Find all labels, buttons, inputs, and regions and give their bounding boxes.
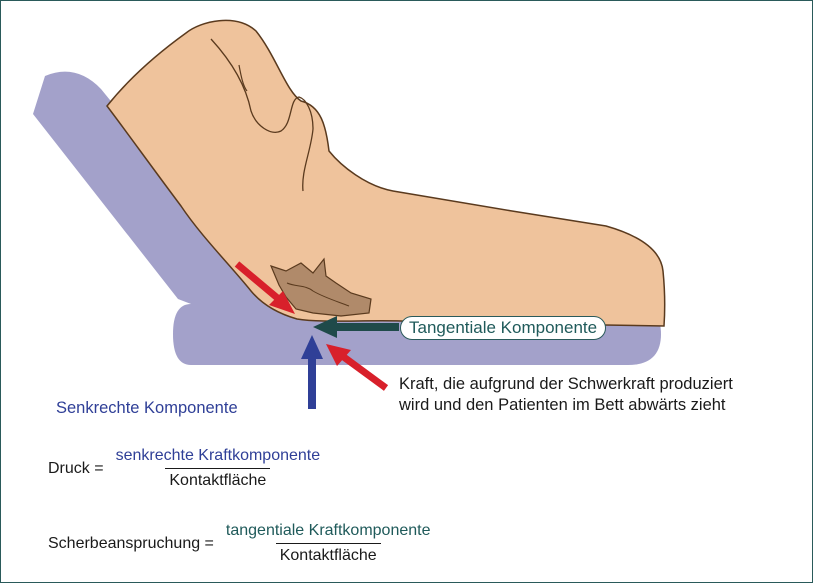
vertical-component-label: Senkrechte Komponente — [56, 399, 238, 418]
gravity-force-label: Kraft, die aufgrund der Schwerkraft prod… — [399, 374, 733, 416]
pressure-fraction: senkrechte Kraftkomponente Kontaktfläche — [112, 447, 325, 490]
pressure-formula-lhs: Druck = — [48, 460, 104, 478]
shear-fraction: tangentiale Kraftkomponente Kontaktfläch… — [222, 522, 435, 565]
shear-numerator: tangentiale Kraftkomponente — [222, 522, 435, 543]
pressure-numerator: senkrechte Kraftkomponente — [112, 447, 325, 468]
shear-formula-lhs: Scherbeanspruchung = — [48, 535, 214, 553]
shear-denominator: Kontaktfläche — [276, 543, 381, 565]
tangential-component-label: Tangentiale Komponente — [400, 316, 606, 340]
shear-formula: Scherbeanspruchung = tangentiale Kraftko… — [48, 522, 435, 565]
pressure-denominator: Kontaktfläche — [165, 468, 270, 490]
gravity-label-line-2: wird und den Patienten im Bett abwärts z… — [399, 395, 733, 416]
gravity-label-line-1: Kraft, die aufgrund der Schwerkraft prod… — [399, 374, 733, 395]
pressure-formula: Druck = senkrechte Kraftkomponente Konta… — [48, 447, 324, 490]
